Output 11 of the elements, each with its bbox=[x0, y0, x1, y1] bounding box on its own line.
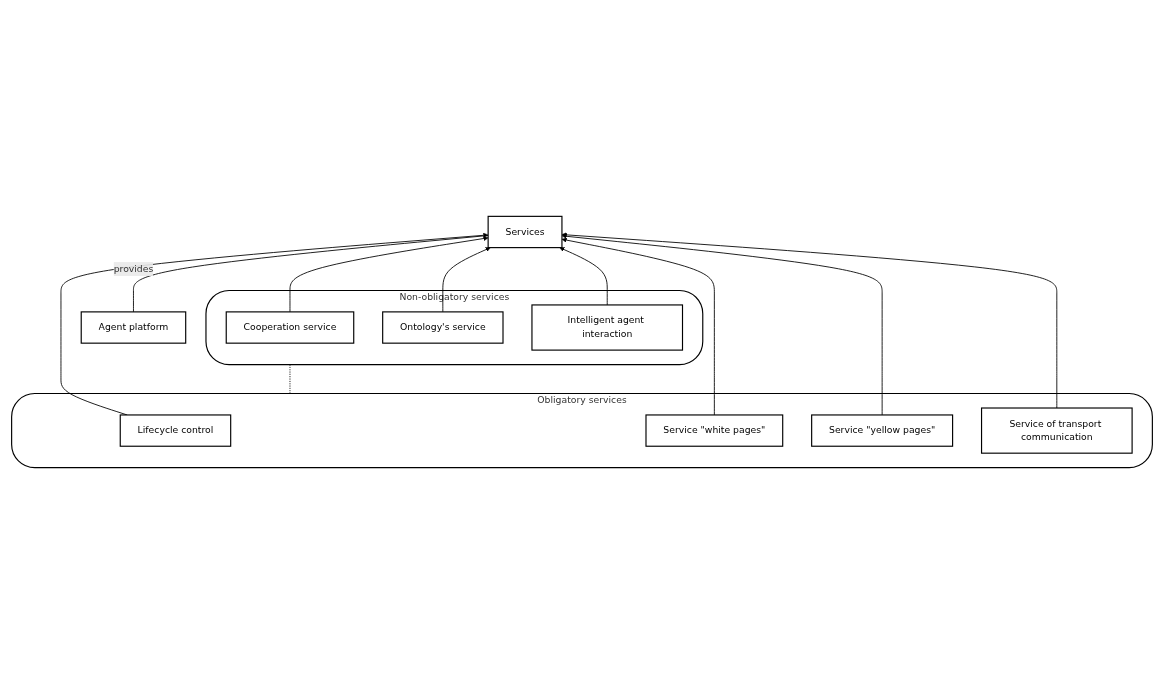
node-box: Cooperation service bbox=[225, 311, 355, 344]
node-box: Service of transport communication bbox=[980, 407, 1133, 454]
node-box: Agent platform bbox=[80, 311, 187, 344]
node-box: Services bbox=[487, 215, 563, 249]
edge-label: provides bbox=[113, 263, 154, 275]
node-box: Service "yellow pages" bbox=[811, 414, 954, 447]
node-box: Ontology's service bbox=[382, 311, 504, 344]
node-box: Intelligent agent interaction bbox=[531, 304, 684, 351]
connector bbox=[289, 364, 291, 394]
node-box: Service "white pages" bbox=[645, 414, 784, 447]
node-box: Lifecycle control bbox=[119, 414, 232, 447]
